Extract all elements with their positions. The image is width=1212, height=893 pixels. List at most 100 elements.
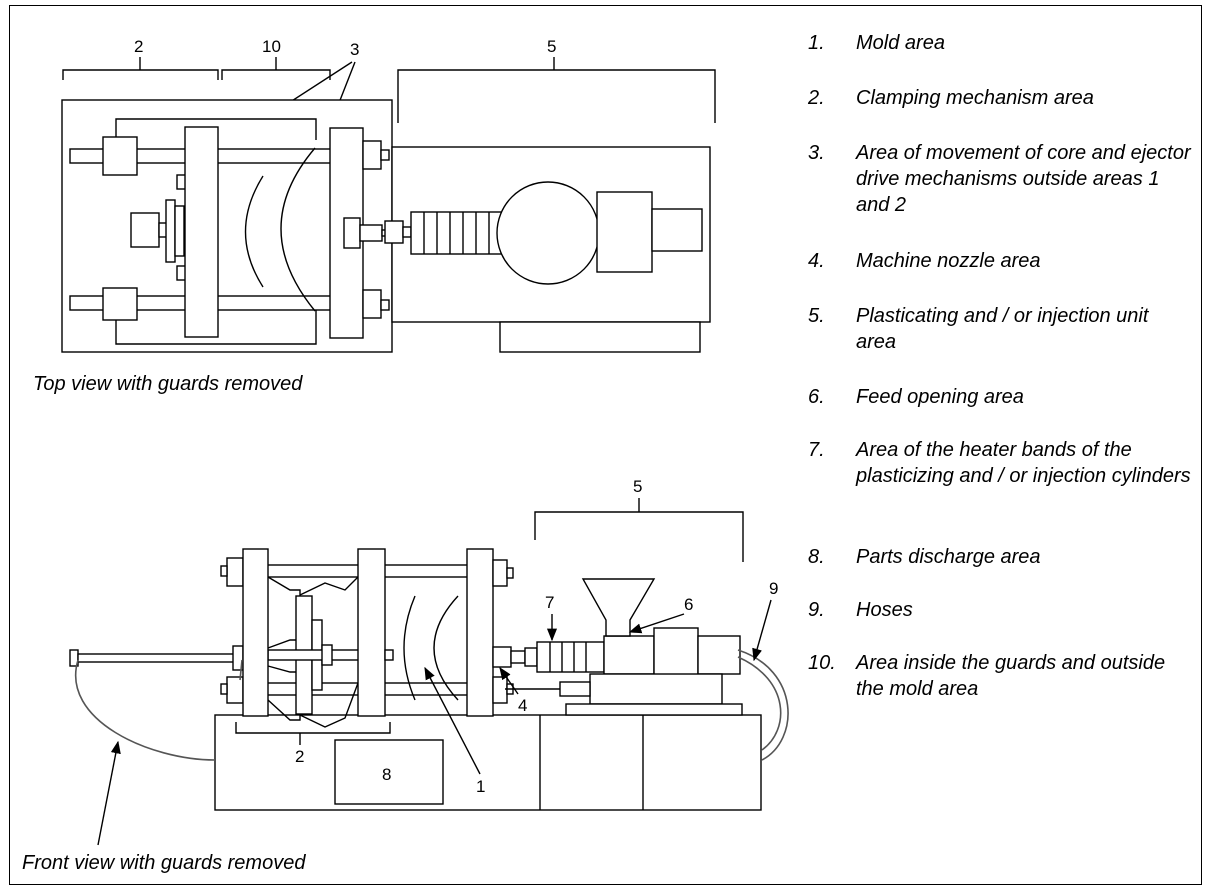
legend-number: 5. (808, 305, 825, 327)
toggle-link-lower-right (299, 682, 359, 728)
toggle-link-upper-left (267, 576, 301, 649)
ejector-rod (77, 653, 243, 663)
mold-half-moving (244, 175, 264, 288)
bracket-10-top (221, 57, 331, 80)
legend-text: Parts discharge area (856, 546, 1041, 568)
callout-8-front: 8 (382, 765, 391, 784)
legend-number: 4. (808, 250, 825, 272)
callout-5-front: 5 (633, 477, 642, 496)
sprue-bushing (343, 217, 361, 249)
legend-item: 8. Parts discharge area (808, 544, 1193, 570)
rear-platen (242, 548, 269, 717)
legend-text: Machine nozzle area (856, 250, 1041, 272)
heater-bands-top (410, 211, 504, 255)
nozzle-front (510, 650, 526, 664)
rear-nut-lower (226, 676, 244, 704)
parts-discharge-box (334, 739, 444, 805)
callout-10-top: 10 (262, 37, 281, 56)
callout-9-front: 9 (769, 579, 778, 598)
legend-item: 9.Hoses (808, 597, 1193, 623)
heater-band-lines-front (549, 642, 587, 672)
drive-block-top (596, 191, 653, 273)
legend-number: 9. (808, 599, 825, 621)
callout-4-front: 4 (518, 696, 527, 715)
legend-text: Plasticating and / or injection unit are… (856, 305, 1149, 353)
legend-text: Feed opening area (856, 386, 1024, 408)
callout-3-top: 3 (350, 40, 359, 59)
callout-6-front: 6 (684, 595, 693, 614)
callout-2-front: 2 (295, 747, 304, 766)
arrow-9-hose-left (97, 740, 121, 846)
legend-item: 2. Clamping mechanism area (808, 85, 1193, 111)
front-nut-front-upper (492, 559, 508, 587)
fixed-platen-front (466, 548, 494, 717)
rear-nut-upper (226, 557, 244, 587)
movement-box-lower (115, 310, 317, 345)
legend-number: 2. (808, 87, 825, 109)
heater-band-lines-top (423, 212, 490, 254)
nozzle-body-front (524, 647, 538, 667)
mold-half-front-left (403, 595, 416, 701)
front-nut-front-upper-cap (506, 567, 514, 579)
toggle-link-upper-right (299, 576, 359, 596)
movement-box-upper (115, 118, 317, 140)
motor-front (697, 635, 741, 675)
caption-top-view: Top view with guards removed (33, 373, 303, 395)
bracket-2-front (235, 722, 391, 745)
legend-number: 1. (808, 32, 825, 54)
callout-1-front: 1 (476, 777, 485, 796)
callout-2-top: 2 (134, 37, 143, 56)
legend-text: Area inside the guards and outside the m… (856, 652, 1166, 700)
front-nut-upper-cap (380, 149, 390, 161)
caption-front-view: Front view with guards removed (22, 852, 306, 874)
legend-text: Area of the heater bands of the plastici… (856, 439, 1191, 487)
top-view: 2 10 3 5 (33, 37, 716, 395)
front-view: 5 8 (22, 477, 789, 874)
front-nut-upper (362, 140, 382, 170)
mold-half-fixed (280, 147, 316, 312)
rear-nut-upper-cap (220, 565, 228, 577)
legend-item: 1. Mold area (808, 30, 1193, 56)
legend-item: 7. Area of the heater bands of the plasti… (808, 437, 1193, 489)
legend-text: Clamping mechanism area (856, 87, 1094, 109)
hose-2 (737, 656, 782, 751)
motor-block-top (651, 208, 703, 252)
legend-number: 8. (808, 546, 825, 568)
hopper-top (496, 181, 600, 285)
legend-item: 3. Area of movement of core and ejector d… (808, 140, 1193, 218)
legend-item: 4. Machine nozzle area (808, 248, 1193, 274)
hose-ejector (75, 659, 243, 761)
legend-item: 5. Plasticating and / or injection unit a… (808, 303, 1193, 355)
front-nut-lower (362, 289, 382, 319)
tie-nut-upper (102, 136, 138, 176)
moving-platen (184, 126, 219, 338)
tie-nut-lower (102, 287, 138, 321)
moving-platen-stub (384, 649, 394, 661)
injection-carriage (589, 673, 723, 705)
heater-bands-front (536, 641, 605, 673)
legend-text: Area of movement of core and ejector dri… (856, 142, 1191, 216)
callout-5-top: 5 (547, 37, 556, 56)
bracket-2-top (62, 57, 219, 80)
hopper-front (581, 578, 656, 637)
ejector-knob (130, 212, 160, 248)
front-nut-lower-cap (380, 299, 390, 311)
bracket-5-front (534, 498, 744, 562)
legend-text: Mold area (856, 32, 945, 54)
front-nut-front-lower (492, 676, 508, 704)
legend-number: 3. (808, 142, 825, 164)
carriage-cylinder (559, 681, 591, 697)
legend-number: 10. (808, 652, 836, 674)
crosshead-nut (321, 644, 333, 666)
rear-nut-lower-cap (220, 683, 228, 695)
legend-number: 7. (808, 439, 825, 461)
legend-item: 10. Area inside the guards and outside th… (808, 650, 1193, 702)
crosshead-rod (267, 649, 367, 661)
nozzle-body (384, 220, 404, 244)
ejector-plate-inner (174, 205, 185, 257)
callout-7-front: 7 (545, 593, 554, 612)
legend-item: 6.Feed opening area (808, 384, 1193, 410)
sprue-nozzle (359, 224, 383, 242)
nozzle-neck (402, 226, 412, 238)
